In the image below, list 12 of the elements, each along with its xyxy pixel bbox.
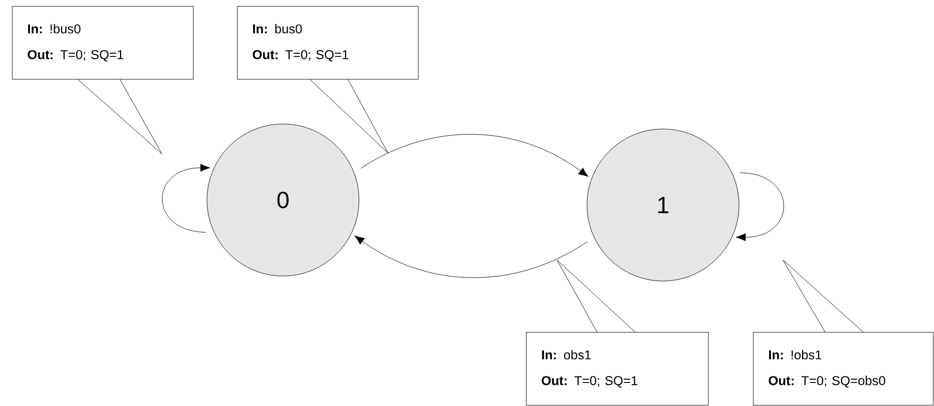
- self-loop-arrow: [736, 172, 784, 242]
- leader-line: [78, 79, 162, 154]
- arrow: [360, 134, 588, 177]
- callout-box: In: obs1 Out: T=0; SQ=1: [526, 332, 708, 406]
- callout-box: In: !obs1 Out: T=0; SQ=obs0: [753, 332, 934, 406]
- callout-box: In: !bus0 Out: T=0; SQ=1: [12, 6, 194, 80]
- leader-line: [782, 260, 864, 332]
- leader-line: [310, 79, 388, 154]
- leader-line: [556, 260, 636, 332]
- self-loop-arrow: [162, 164, 210, 232]
- arrow: [354, 236, 588, 278]
- callout-box: In: bus0 Out: T=0; SQ=1: [237, 6, 418, 80]
